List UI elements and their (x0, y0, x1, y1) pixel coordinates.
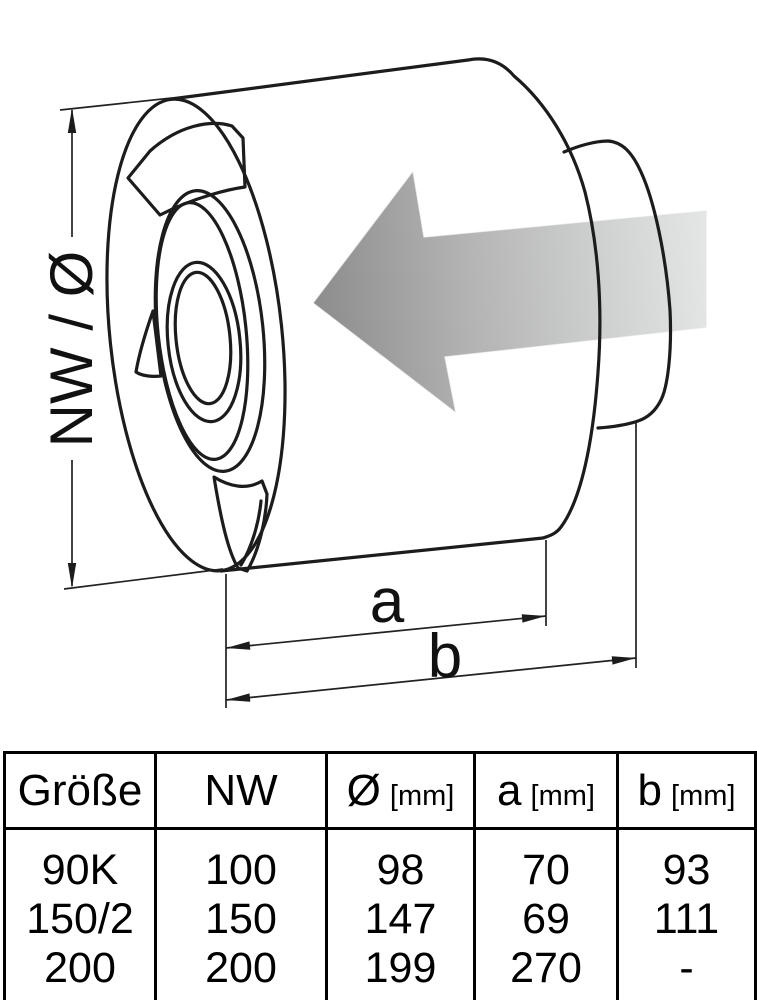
cell-a-200: 270 (473, 944, 619, 1000)
cell-b-200: - (616, 944, 757, 1000)
dimensions-table: Größe NW Ø[mm] a[mm] b[mm] 90K 100 (3, 751, 757, 1000)
arrowhead-a-right (521, 614, 546, 623)
cell-b-150-2: 111 (616, 895, 757, 944)
col-header-nw-label: NW (204, 765, 278, 815)
cell-nw-150-2: 150 (154, 895, 328, 944)
table-header-row: Größe NW Ø[mm] a[mm] b[mm] (3, 751, 757, 830)
arrowhead-b-right (611, 656, 636, 665)
arrowhead-nw-up (67, 108, 77, 133)
extension-line-top-left (59, 97, 173, 111)
dim-vertical-label: NW / Ø (38, 251, 105, 448)
dimension-line-a (225, 615, 547, 649)
col-header-diameter-label: Ø (346, 765, 381, 815)
col-header-b-label: b (637, 765, 663, 815)
cell-nw-90k: 100 (154, 828, 328, 895)
dimension-line-b (225, 657, 637, 701)
col-header-a-unit: [mm] (530, 779, 595, 812)
arrowhead-b-left (226, 693, 251, 702)
cell-d-200: 199 (325, 944, 476, 1000)
col-header-b-unit: [mm] (671, 779, 736, 812)
airflow-arrow-icon (312, 169, 708, 415)
dimension-lines (59, 97, 637, 708)
cell-a-90k: 70 (473, 828, 619, 895)
fan-spigot-outline (562, 139, 673, 430)
hub-outer (165, 260, 243, 424)
col-header-diameter-unit: [mm] (389, 779, 455, 812)
hub-inner (173, 270, 233, 406)
impeller-shroud-outer (153, 189, 267, 473)
cell-size-150-2: 150/2 (3, 895, 157, 944)
cell-size-90k: 90K (3, 828, 157, 895)
col-header-diameter: Ø[mm] (325, 751, 476, 830)
cell-size-200: 200 (3, 944, 157, 1000)
col-header-groesse: Größe (3, 751, 157, 830)
fan-line-art (105, 57, 673, 573)
cell-a-150-2: 69 (473, 895, 619, 944)
extension-line-bottom-left (63, 568, 224, 590)
col-header-nw: NW (154, 751, 328, 830)
cell-nw-200: 200 (154, 944, 328, 1000)
table-row-200: 200 200 199 270 - (3, 944, 757, 1000)
fan-face-rim (105, 97, 287, 573)
impeller-blade-left (134, 309, 163, 378)
col-header-a-label: a (497, 765, 522, 815)
col-header-b: b[mm] (616, 751, 757, 830)
col-header-a: a[mm] (473, 751, 619, 830)
dim-a-label: a (370, 567, 405, 636)
fan-body-outline (169, 57, 602, 573)
impeller-blade-bottom-edge (239, 499, 263, 567)
table-row-150-2: 150/2 150 147 69 111 (3, 895, 757, 944)
cell-b-90k: 93 (616, 828, 757, 895)
impeller-blade-top (126, 121, 247, 217)
arrowhead-a-left (226, 641, 251, 650)
dim-b-label: b (428, 622, 462, 691)
arrowhead-nw-down (67, 563, 77, 588)
cell-d-90k: 98 (325, 828, 476, 895)
cell-d-150-2: 147 (325, 895, 476, 944)
table-row-90k: 90K 100 98 70 93 (3, 828, 757, 895)
col-header-groesse-label: Größe (17, 765, 143, 815)
dimension-arrowheads (67, 108, 636, 702)
impeller-blade-bottom (212, 475, 269, 573)
